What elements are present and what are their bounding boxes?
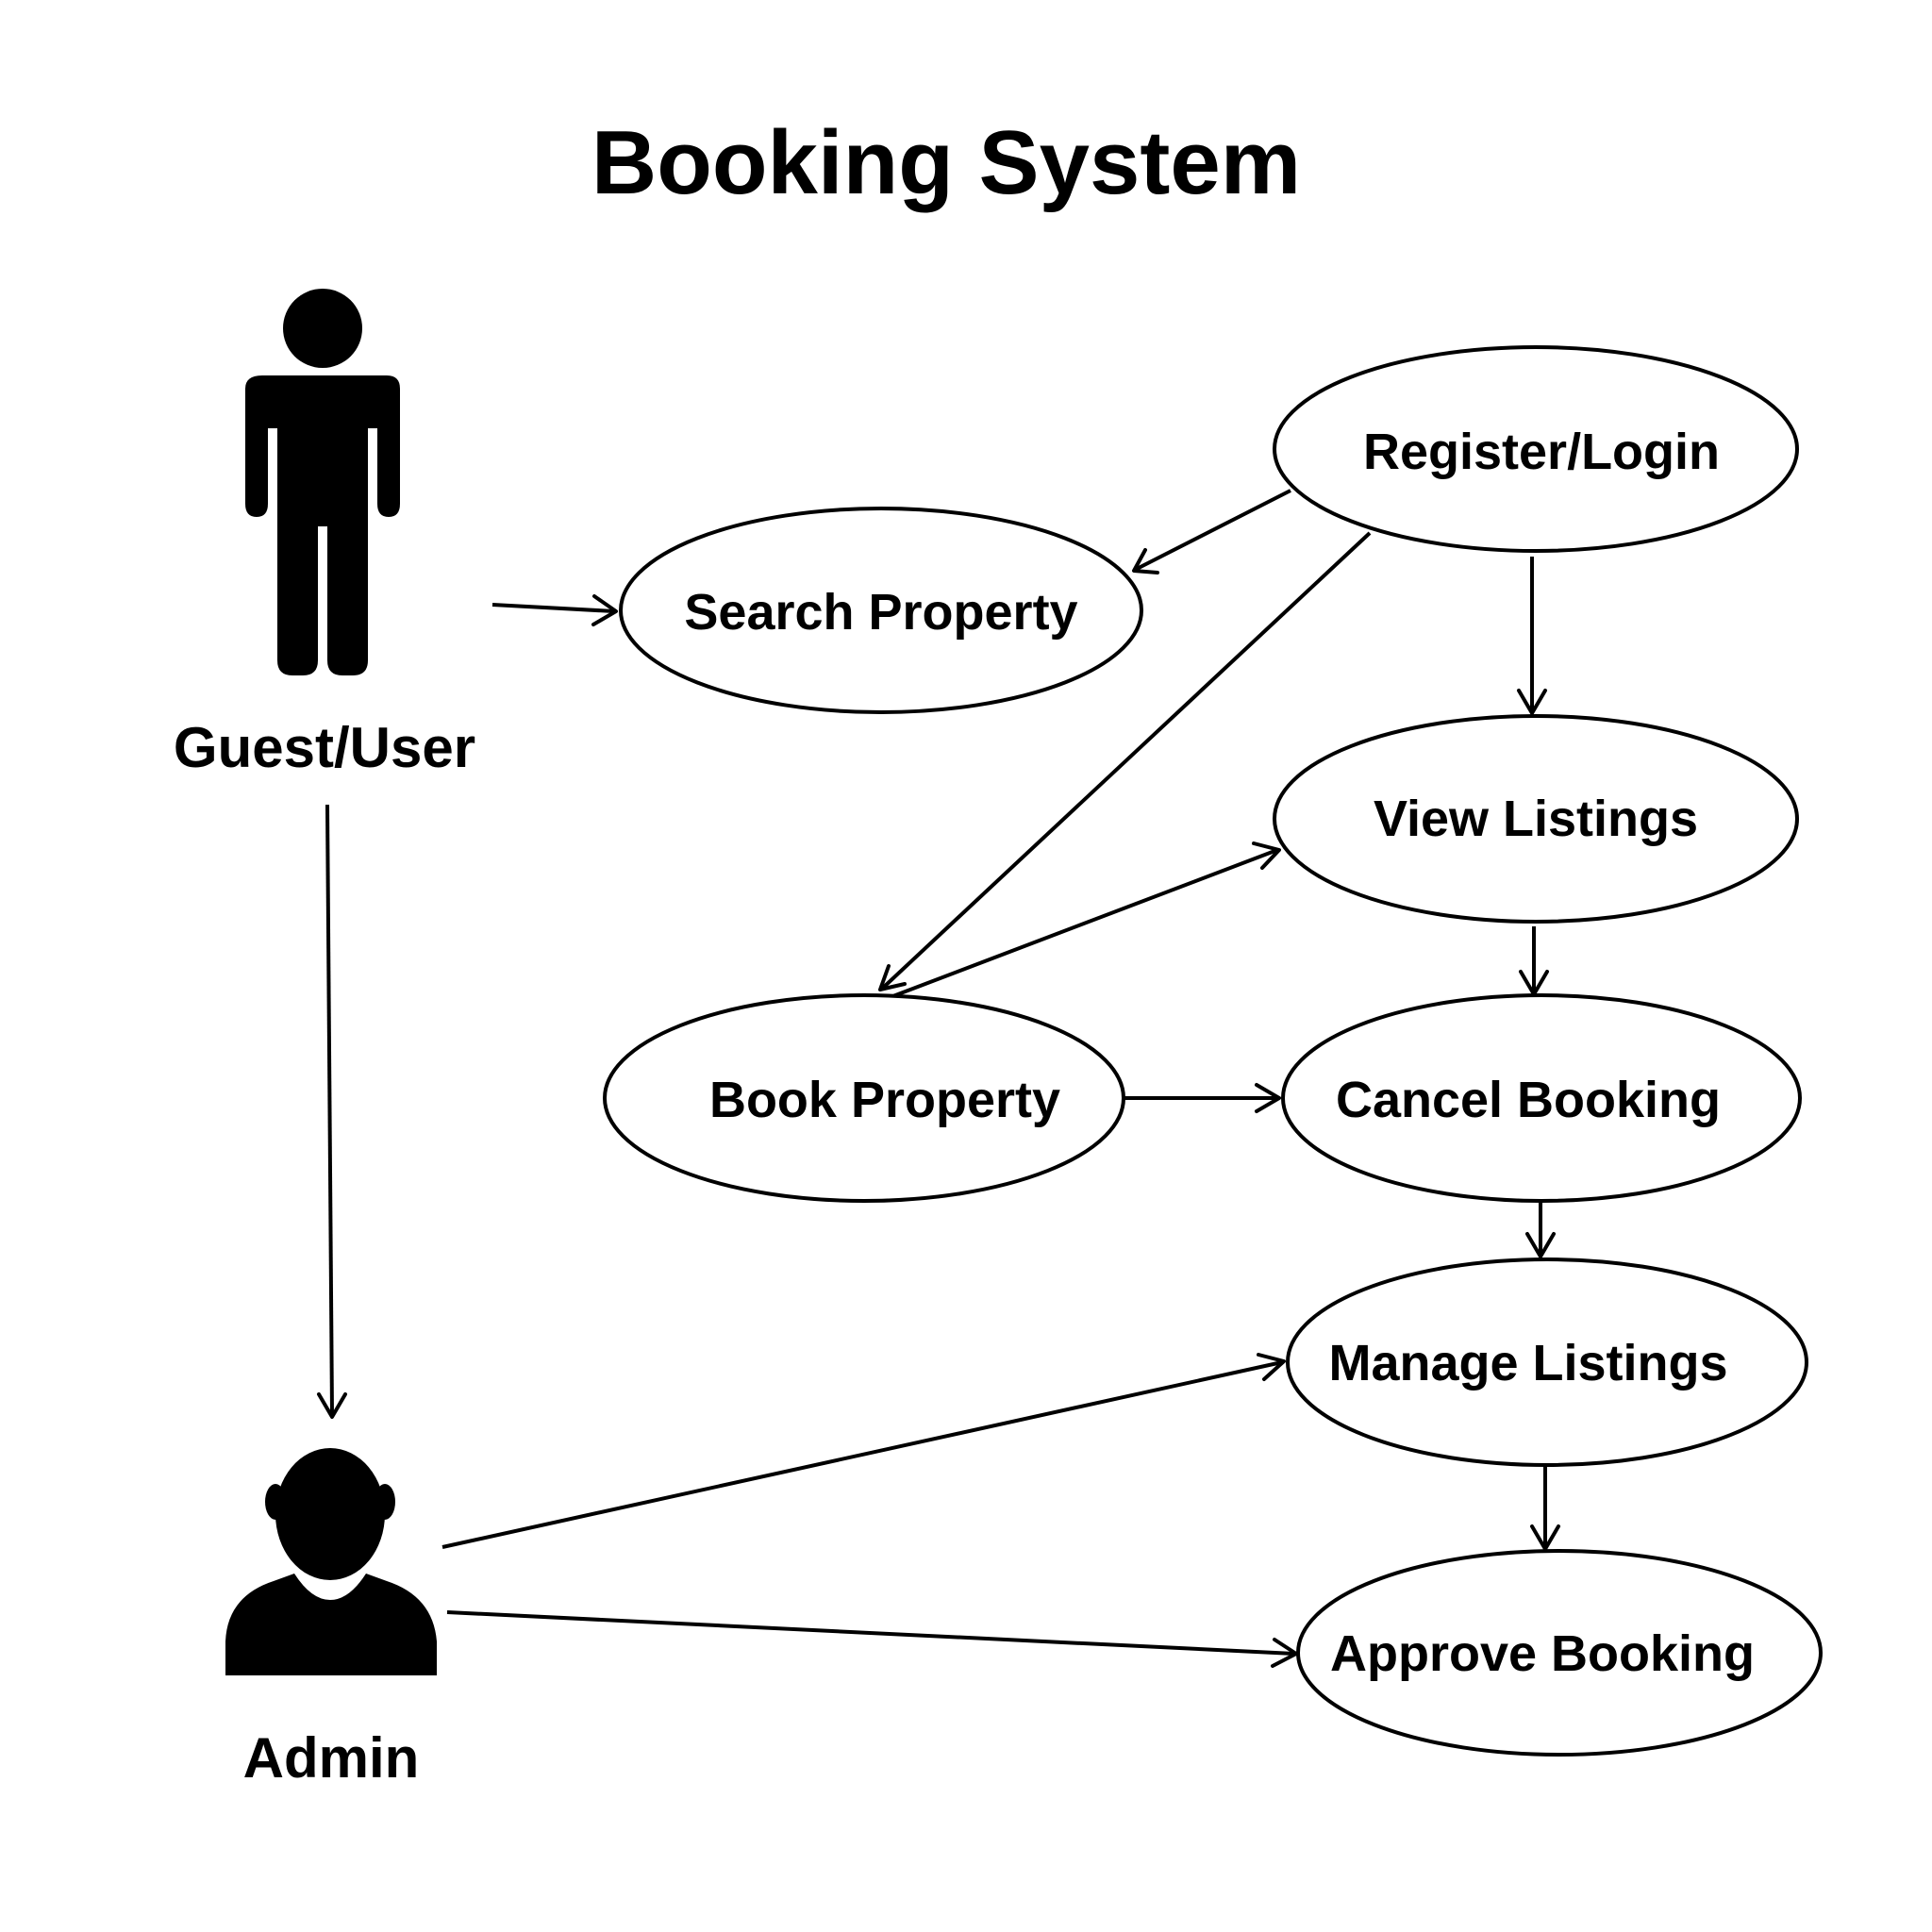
actor-admin[interactable]: Admin xyxy=(225,1448,437,1790)
use-cases-layer: Register/Login Search Property View List… xyxy=(603,345,1823,1757)
usecase-register-login[interactable]: Register/Login xyxy=(1273,345,1799,553)
edge-book-view xyxy=(890,841,1281,999)
edge-book-cancel xyxy=(1124,1083,1281,1113)
edge-register-search xyxy=(1132,489,1291,575)
edge-manage-approve xyxy=(1530,1465,1560,1551)
usecase-book-property[interactable]: Book Property xyxy=(603,993,1125,1203)
usecase-label: View Listings xyxy=(1374,791,1698,847)
edge-admin-manage xyxy=(441,1353,1286,1549)
actor-guest-user[interactable]: Guest/User xyxy=(174,289,475,779)
usecase-label: Approve Booking xyxy=(1330,1625,1755,1682)
usecase-view-listings[interactable]: View Listings xyxy=(1273,714,1799,924)
usecase-approve-booking[interactable]: Approve Booking xyxy=(1296,1549,1823,1757)
actor-label: Admin xyxy=(243,1726,420,1790)
usecase-label: Register/Login xyxy=(1363,424,1720,480)
edge-register-view xyxy=(1517,557,1547,715)
edge-admin-approve xyxy=(446,1610,1298,1668)
edge-cancel-manage xyxy=(1525,1203,1556,1258)
usecase-label: Book Property xyxy=(709,1072,1060,1128)
edge-guest-search xyxy=(491,594,618,626)
edges-layer xyxy=(317,489,1560,1668)
usecase-cancel-booking[interactable]: Cancel Booking xyxy=(1281,993,1802,1203)
edge-guest-admin xyxy=(317,804,347,1419)
usecase-label: Manage Listings xyxy=(1328,1335,1727,1391)
usecase-manage-listings[interactable]: Manage Listings xyxy=(1286,1257,1808,1467)
person-icon xyxy=(245,289,400,675)
admin-user-icon xyxy=(225,1448,437,1675)
usecase-label: Cancel Booking xyxy=(1336,1072,1721,1128)
usecase-search-property[interactable]: Search Property xyxy=(619,507,1143,714)
usecase-label: Search Property xyxy=(684,584,1077,641)
edge-view-cancel xyxy=(1519,926,1549,996)
diagram-title: Booking System xyxy=(591,112,1301,213)
actor-label: Guest/User xyxy=(174,716,475,779)
edge-register-book xyxy=(878,531,1372,991)
